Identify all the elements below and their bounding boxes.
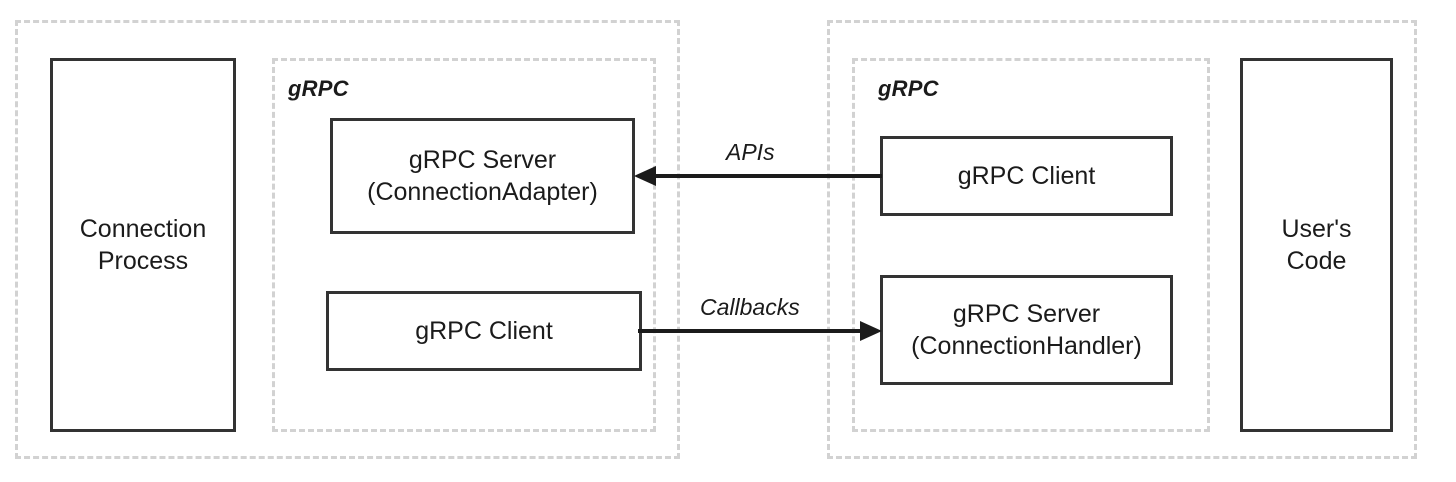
right-grpc-group-caption: gRPC [878, 76, 939, 101]
users-code-group-container [827, 20, 1417, 459]
grpc-server-connection-handler-node-label: gRPC Server (ConnectionHandler) [911, 300, 1142, 360]
connection-process-node-label: Connection Process [79, 215, 207, 275]
connection-process-group-container [15, 20, 680, 459]
left-grpc-group-container [272, 58, 656, 432]
users-code-node[interactable]: User's Code [1240, 58, 1393, 432]
apis-edge-connector [634, 166, 882, 186]
callbacks-edge-label: Callbacks [700, 294, 800, 320]
connection-process-node[interactable]: Connection Process [50, 58, 236, 432]
grpc-server-connection-handler-node[interactable]: gRPC Server (ConnectionHandler) [880, 275, 1173, 385]
apis-edge-label: APIs [726, 139, 775, 165]
users-code-node-label: User's Code [1281, 215, 1352, 275]
left-grpc-group-caption: gRPC [288, 76, 349, 101]
grpc-server-connection-adapter-node-label: gRPC Server (ConnectionAdapter) [367, 146, 598, 206]
right-grpc-group-container [852, 58, 1210, 432]
grpc-client-left-node[interactable]: gRPC Client [326, 291, 642, 371]
grpc-client-right-node[interactable]: gRPC Client [880, 136, 1173, 216]
callbacks-edge-connector [638, 321, 882, 341]
grpc-client-left-node-label: gRPC Client [415, 317, 553, 345]
grpc-client-right-node-label: gRPC Client [957, 162, 1096, 190]
grpc-server-connection-adapter-node[interactable]: gRPC Server (ConnectionAdapter) [330, 118, 635, 234]
